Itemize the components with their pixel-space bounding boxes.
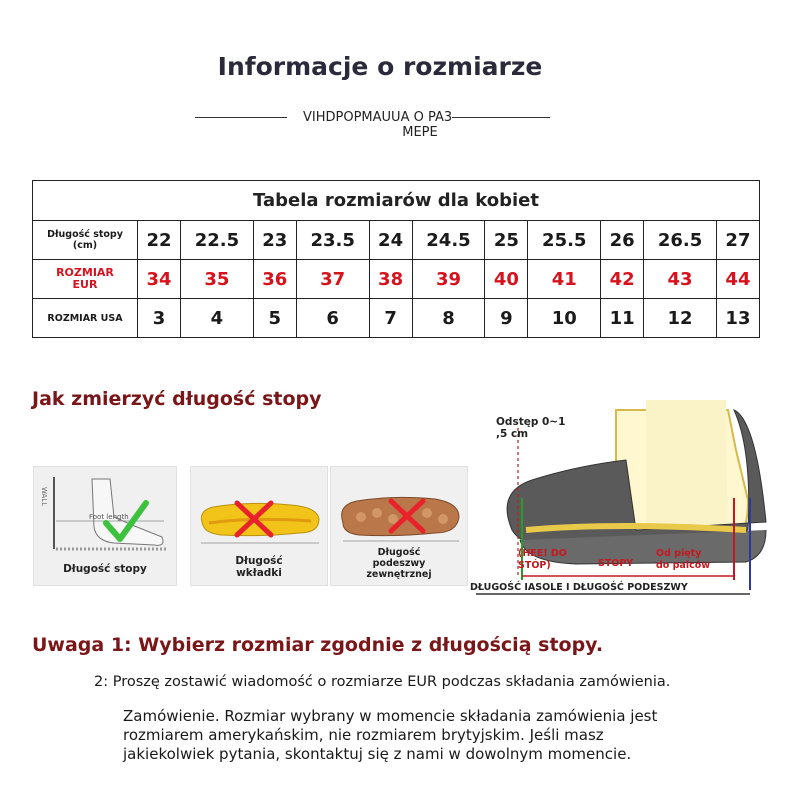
- insole-illustration: [200, 500, 320, 544]
- subtitle-line2: MEPE: [402, 125, 438, 140]
- gap-label: Odstęp 0~1 ,5 cm: [496, 416, 565, 440]
- page-title: Informacje o rozmiarze: [217, 52, 543, 81]
- table-cell: 23: [252, 220, 297, 260]
- table-cell: 24: [368, 220, 413, 260]
- panel-foot-length-caption: Długość stopy: [63, 563, 147, 575]
- note-3-line2: rozmiarem amerykańskim, nie rozmiarem br…: [123, 726, 604, 744]
- insole-outsole-length-label: DŁUGOŚĆ IASOLE I DŁUGOŚĆ PODESZWY: [470, 582, 688, 593]
- stopy-label: STOPY: [598, 558, 634, 569]
- table-cell: 22: [136, 220, 182, 260]
- table-cell: 25: [484, 220, 529, 260]
- table-cell: 10: [527, 298, 602, 338]
- table-cell: 12: [643, 298, 717, 338]
- table-row-usa: ROZMIAR USA 3 4 5 6 7 8 9 10 11 12 13: [32, 298, 761, 338]
- heel-to-toe-label: Od pięty do palców: [656, 548, 710, 572]
- table-cell: 23.5: [295, 220, 370, 260]
- outsole-illustration: [341, 496, 460, 542]
- gap-label-line2: ,5 cm: [496, 428, 529, 440]
- shoe-diagram: Odstęp 0~1 ,5 cm (HEE! DO STÓP) STOPY Od…: [466, 380, 786, 610]
- note-3-line1: Zamówienie. Rozmiar wybrany w momencie s…: [123, 707, 658, 725]
- cross-icon: [388, 498, 426, 534]
- wall-label: WALL: [40, 487, 48, 506]
- table-cell: 41: [527, 259, 602, 299]
- subtitle-rule-right: [452, 117, 551, 118]
- row-head-eur: ROZMIAR EUR: [32, 259, 138, 299]
- check-icon: [103, 500, 149, 542]
- note-3-line3: jakiekolwiek pytania, skontaktuj się z n…: [123, 745, 632, 763]
- shoe-diagram-illustration: [476, 400, 767, 595]
- table-cell: 39: [411, 259, 486, 299]
- panel-outsole-caption-line3: zewnętrznej: [366, 569, 432, 580]
- table-cell: 44: [715, 259, 761, 299]
- table-cell: 34: [136, 259, 182, 299]
- howto-heading: Jak zmierzyć długość stopy: [32, 388, 322, 410]
- table-cell: 24.5: [411, 220, 486, 260]
- table-cell: 5: [252, 298, 297, 338]
- row-head-eur-line2: EUR: [72, 278, 98, 291]
- heel-label-line2: STÓP): [518, 560, 551, 571]
- table-cell: 22.5: [180, 220, 254, 260]
- row-head-eur-line1: ROZMIAR: [56, 266, 114, 279]
- subtitle-rule-left: [195, 117, 287, 118]
- table-cell: 8: [411, 298, 486, 338]
- table-row-eur: ROZMIAR EUR 34 35 36 37 38 39 40 41 42 4…: [32, 259, 761, 299]
- table-cell: 35: [180, 259, 254, 299]
- table-cell: 38: [368, 259, 413, 299]
- size-table-caption: Tabela rozmiarów dla kobiet: [32, 180, 760, 221]
- table-cell: 37: [295, 259, 370, 299]
- note-1: Uwaga 1: Wybierz rozmiar zgodnie z długo…: [32, 634, 604, 656]
- table-cell: 26: [600, 220, 645, 260]
- panel-insole-caption: Długość wkładki: [191, 555, 327, 579]
- panel-insole: Długość wkładki: [190, 466, 328, 586]
- gap-label-line1: Odstęp 0~1: [496, 416, 566, 428]
- table-cell: 7: [368, 298, 413, 338]
- table-cell: 42: [600, 259, 645, 299]
- table-cell: 3: [136, 298, 182, 338]
- subtitle: VIHDPOPMAUUA O PA3 MEPE: [195, 110, 585, 140]
- note-2: 2: Proszę zostawić wiadomość o rozmiarze…: [94, 674, 671, 690]
- table-cell: 27: [715, 220, 761, 260]
- ruler-label: Foot length: [89, 513, 129, 521]
- panel-insole-caption-line2: wkładki: [236, 567, 282, 579]
- table-cell: 4: [180, 298, 254, 338]
- panel-outsole-caption-line2: podeszwy: [372, 558, 426, 569]
- note-3: Zamówienie. Rozmiar wybrany w momencie s…: [123, 707, 723, 764]
- table-cell: 43: [643, 259, 717, 299]
- panel-insole-caption-line1: Długość: [235, 555, 283, 567]
- table-cell: 36: [252, 259, 297, 299]
- table-cell: 11: [600, 298, 645, 338]
- heel-to-toe-label-line1: Od pięty: [656, 548, 702, 559]
- panel-outsole-caption: Długość podeszwy zewnętrznej: [331, 547, 467, 580]
- table-cell: 26.5: [643, 220, 717, 260]
- heel-to-toe-label-line2: do palców: [656, 560, 711, 571]
- foot-measure-illustration: WALL Foot length: [40, 477, 168, 551]
- panel-foot-length: WALL Foot length Długość stopy: [33, 466, 177, 586]
- table-row-foot-length: Długość stopy (cm) 22 22.5 23 23.5 24 24…: [32, 220, 761, 260]
- table-cell: 40: [484, 259, 529, 299]
- panel-outsole-caption-line1: Długość: [377, 547, 421, 558]
- table-cell: 9: [484, 298, 529, 338]
- heel-label-line1: (HEE! DO: [518, 548, 567, 559]
- heel-label: (HEE! DO STÓP): [518, 548, 567, 572]
- subtitle-line1: VIHDPOPMAUUA O PA3: [303, 110, 453, 125]
- table-cell: 13: [715, 298, 761, 338]
- row-head-usa: ROZMIAR USA: [32, 298, 138, 338]
- row-head-foot-length: Długość stopy (cm): [32, 220, 138, 260]
- panel-outsole: Długość podeszwy zewnętrznej: [330, 466, 468, 586]
- cross-icon: [234, 500, 274, 538]
- size-table: Tabela rozmiarów dla kobiet Długość stop…: [32, 180, 761, 338]
- table-cell: 6: [295, 298, 370, 338]
- table-cell: 25.5: [527, 220, 602, 260]
